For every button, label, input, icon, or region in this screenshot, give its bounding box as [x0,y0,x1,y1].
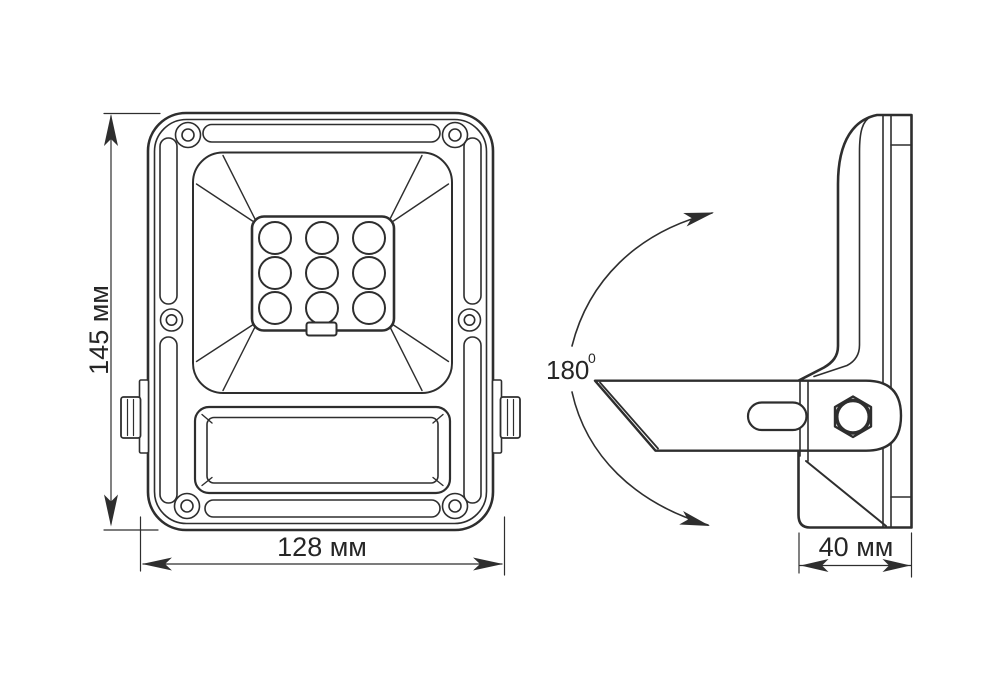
hex-nut-icon [120,396,142,439]
screw-icon [181,128,195,142]
led-circle [352,291,386,325]
pivot-bolt-ring [834,398,872,435]
corner-screws [159,121,482,520]
screw-icon [159,308,184,332]
led-panel [250,215,396,332]
screw-icon [174,121,202,149]
dimension-arrow-left-icon [800,559,829,572]
led-circle [258,221,292,255]
lower-chamfer-line [805,460,887,527]
bracket-slot [746,401,808,432]
plate-bevel [201,476,213,487]
screw-icon [463,313,476,326]
width-dimension-label: 128 мм [277,532,367,562]
screw-icon [441,492,469,520]
label-plate [193,405,452,495]
reflector-bezel [192,151,453,394]
led-circle [258,256,292,290]
housing-outer-outline [146,111,495,532]
rotation-arrow-down-icon [679,511,710,526]
screw-icon [441,121,469,149]
rotation-angle-label: 180 [546,355,589,385]
screw-icon [448,499,462,513]
screw-icon [173,492,201,520]
plate-bevel [201,413,213,424]
side-body-outline [797,113,913,529]
top-slot [202,123,441,143]
rotation-arc-lower [571,391,709,526]
depth-dimension: 40 мм [798,532,913,578]
led-circle [352,256,386,290]
led-circle [305,256,339,290]
width-dimension: 128 мм [139,516,506,576]
rotation-arc-upper [571,212,713,347]
panel-tab [305,321,338,337]
left-slot-upper [159,137,178,305]
side-bolt-left [120,379,150,454]
dimension-arrow-left-icon [142,557,172,571]
label-plate-outer [193,405,452,495]
left-slot-lower [159,336,178,504]
dimension-arrow-up-icon [104,114,118,146]
screw-icon [448,128,462,142]
rotation-annotation: 180 0 [546,212,714,526]
plate-bevel [432,413,444,424]
led-circle [305,221,339,255]
bottom-slot [204,499,441,518]
pivot-hex-bolt-icon [833,395,873,439]
hex-nut-icon [499,396,521,439]
led-circle [352,221,386,255]
dimension-arrow-right-icon [473,557,503,571]
depth-dimension-label: 40 мм [819,532,894,562]
side-view: 180 0 [546,113,913,529]
front-view [120,111,521,532]
mounting-bracket [593,379,903,462]
led-circle [258,291,292,325]
housing-inner-outline [153,118,488,525]
dimension-arrow-down-icon [104,494,118,527]
right-slot-lower [463,336,482,504]
label-plate-inner [206,416,439,484]
plate-bevel [432,476,444,487]
reflector-facet-lines [195,154,450,392]
rotation-arrow-up-icon [683,212,714,227]
screw-icon [180,499,194,513]
height-dimension: 145 мм [84,112,161,531]
side-bolt-right [491,379,521,454]
dimension-arrow-right-icon [882,559,911,572]
right-slot-upper [463,137,482,305]
screw-icon [457,308,482,332]
height-dimension-label: 145 мм [84,285,114,375]
led-grid [258,221,386,325]
screw-icon [165,313,178,326]
bracket-bevel-line [599,381,659,450]
rotation-angle-superscript: 0 [588,350,596,366]
side-body-inner-curve [813,115,872,378]
